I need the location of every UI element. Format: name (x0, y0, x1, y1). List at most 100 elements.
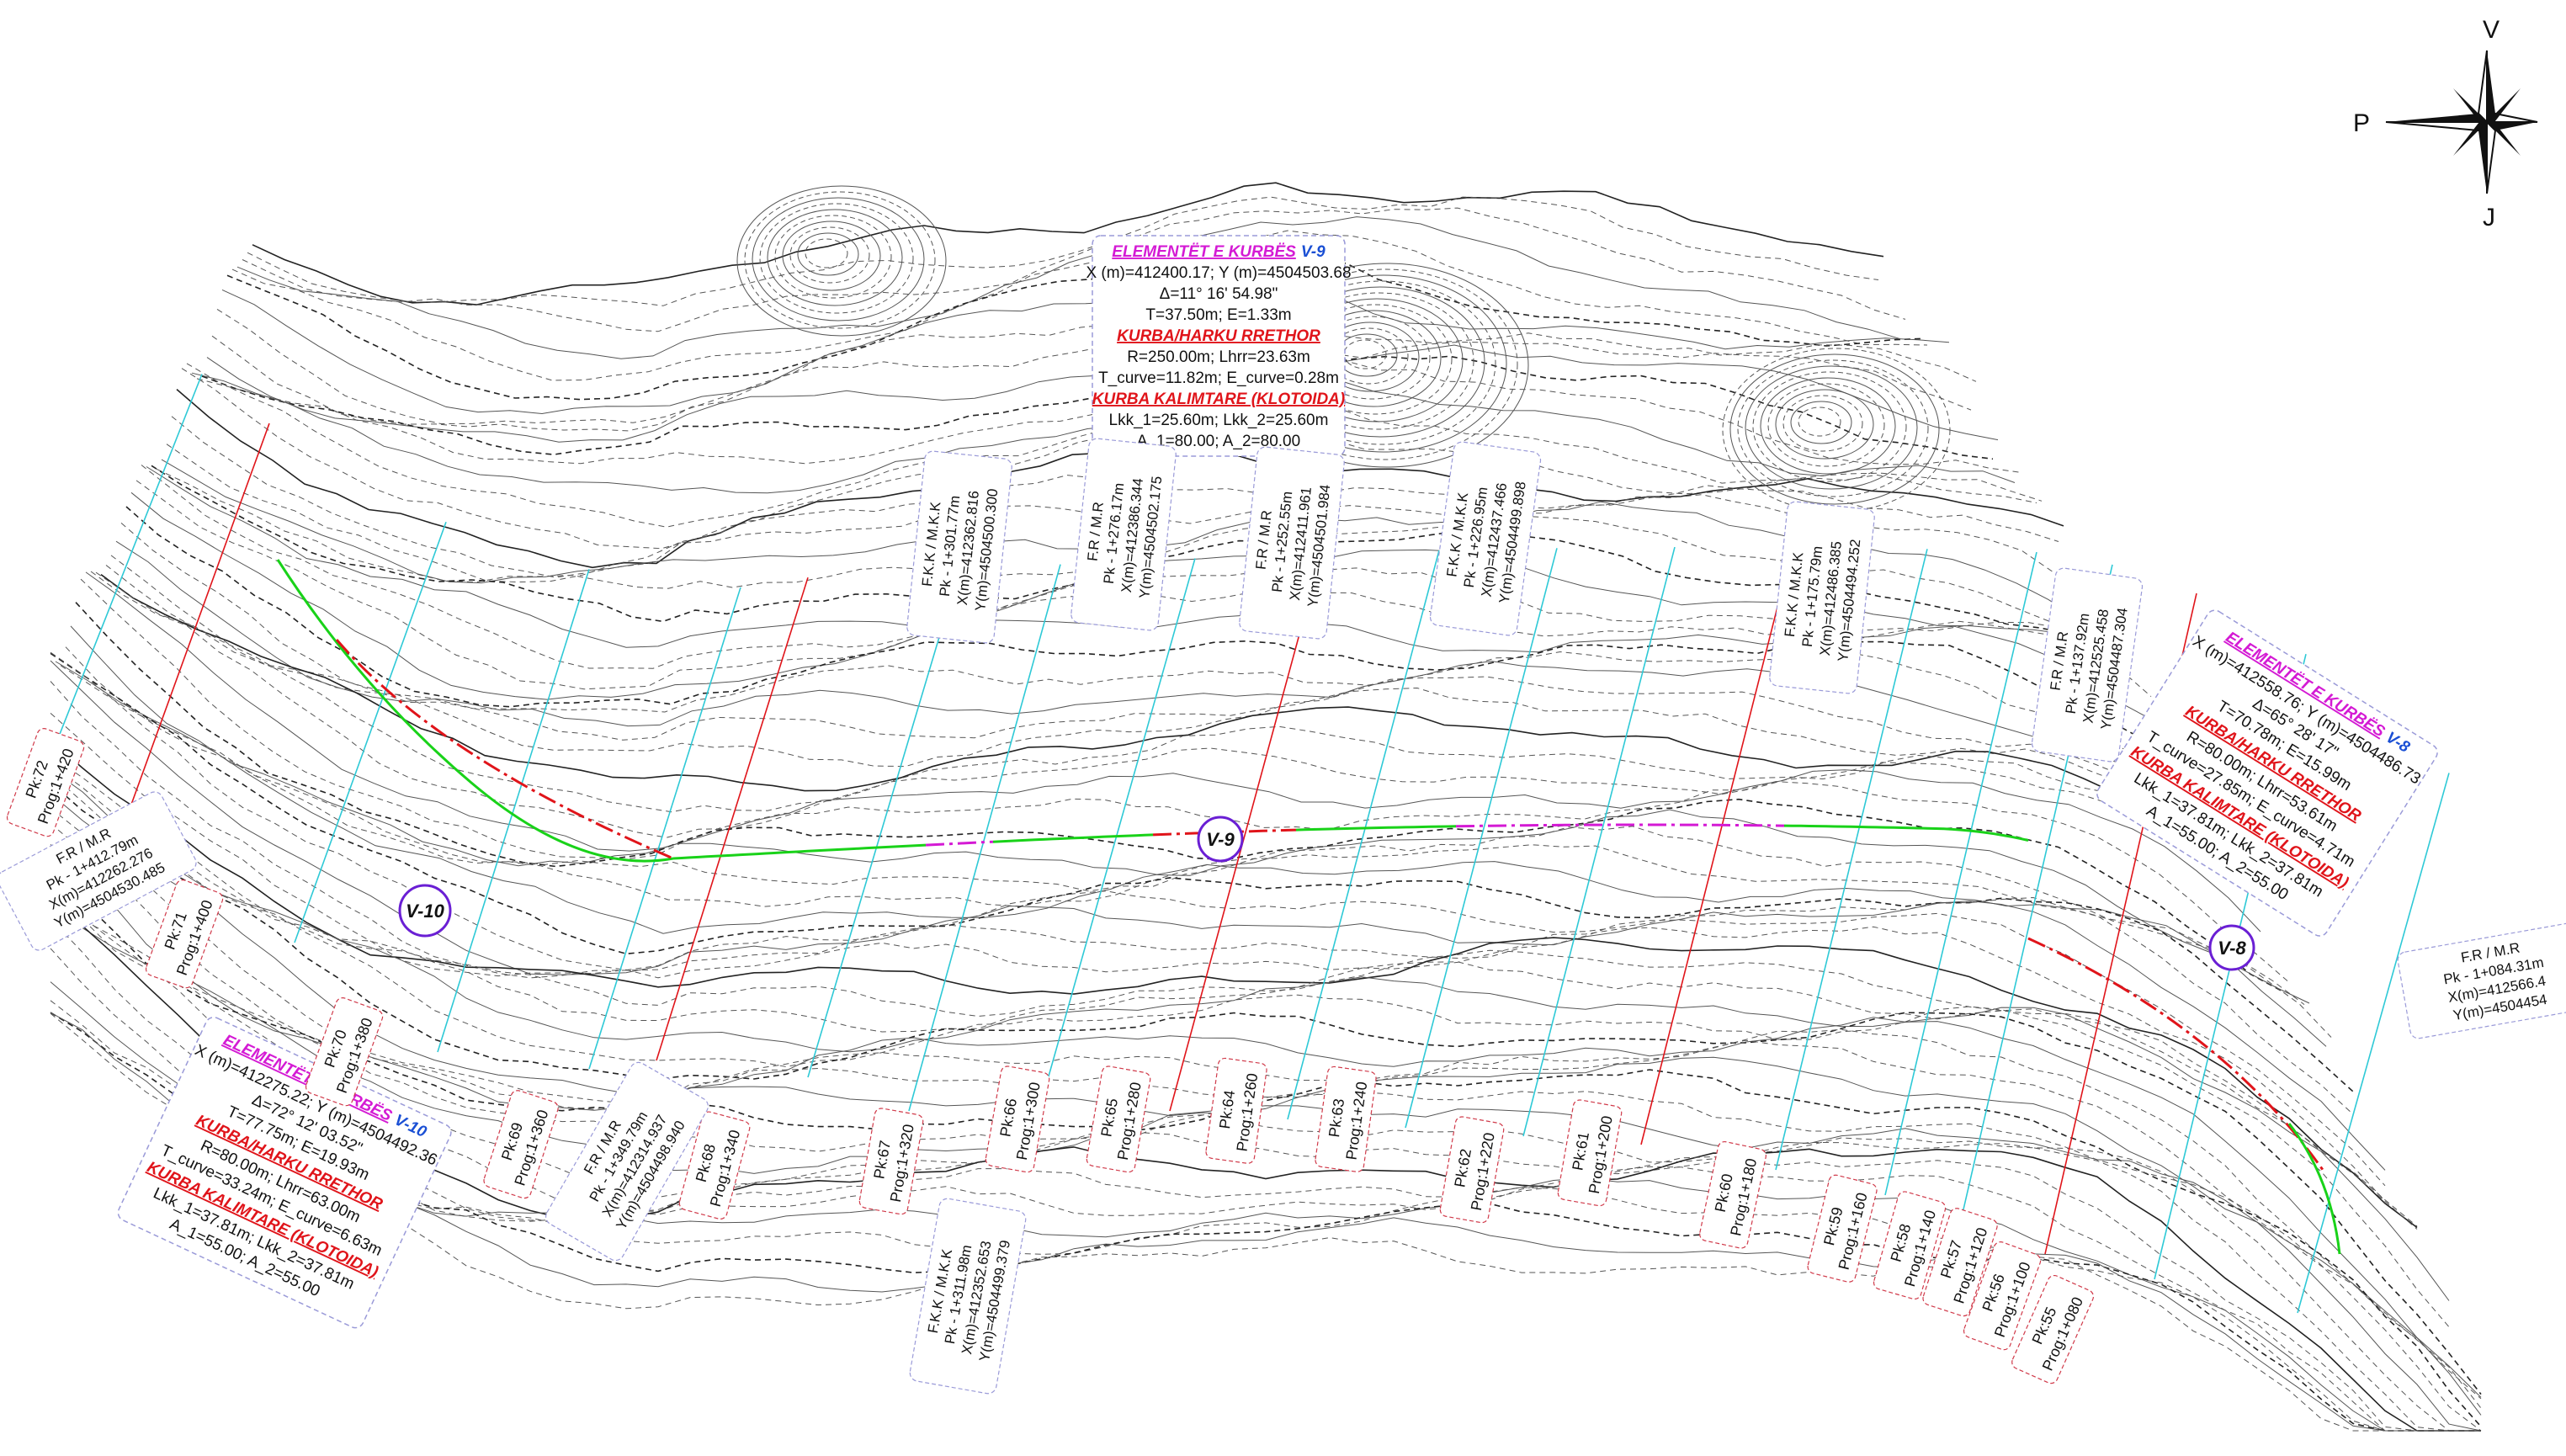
control-point-label: F.R / M.RPk - 1+137.92mX(m)=412525.458Y(… (2031, 567, 2144, 763)
compass-south-label: J (2483, 204, 2495, 231)
contour-line (50, 981, 2481, 1432)
compass-north-label: V (2483, 16, 2500, 44)
v9-line6: Lkk_1=25.60m; Lkk_2=25.60m (1109, 412, 1329, 429)
contour-line (50, 903, 2482, 1432)
alignment-segment (1295, 825, 1457, 832)
contour-loop (782, 221, 881, 291)
station-frame (1439, 1116, 1505, 1224)
control-point-frame (0, 791, 197, 951)
v9-title: ELEMENTËT E KURBËS (1112, 243, 1296, 261)
control-point-frame (2397, 922, 2566, 1039)
contour-loop (752, 197, 925, 321)
contour-line (50, 1000, 2481, 1432)
contour-line (50, 896, 2481, 1432)
alignment-segment (2027, 937, 2324, 1171)
cross-section-line (1884, 551, 2037, 1196)
cross-section-line (1522, 546, 1676, 1137)
station-frame (1963, 1241, 2042, 1351)
contour-line (50, 740, 2418, 1229)
contour-line (50, 773, 2450, 1328)
control-point-label: F.R / M.RPk - 1+084.31mX(m)=412566.4Y(m)… (2397, 922, 2566, 1039)
compass-west-label: P (2353, 109, 2370, 137)
contour-line (50, 1012, 2481, 1432)
contour-line (75, 602, 2283, 992)
cross-section-line (908, 564, 1061, 1112)
station-frame (483, 1090, 559, 1199)
vertex-label-v10: V-10 (406, 901, 444, 922)
contour-loop (1729, 353, 1940, 505)
station-frame (1922, 1208, 1998, 1317)
contour-line (50, 768, 2450, 1301)
contour-line (50, 651, 2354, 1115)
v9-vertex: V-9 (1301, 243, 1326, 261)
contour-line (236, 216, 1901, 359)
contour-line (50, 898, 2481, 1432)
contour-line (110, 555, 2223, 831)
contour-line (100, 574, 2245, 851)
v9-heading-clot: KURBA KALIMTARE (KLOTOIDA) (1092, 391, 1345, 408)
contour-loop (774, 215, 892, 299)
cross-section-line (294, 521, 447, 943)
contour-loop (759, 203, 914, 314)
contour-line (181, 368, 2037, 550)
contour-line (231, 230, 1928, 381)
contour-loop (1283, 292, 1474, 430)
contour-line (50, 918, 2481, 1432)
contour-loop (1267, 280, 1496, 445)
contour-line (211, 335, 1972, 432)
contour-loop (797, 232, 859, 276)
vertex-label-v8: V-8 (2218, 938, 2246, 959)
contour-line (247, 196, 1879, 306)
cross-section-line (1043, 558, 1196, 1095)
control-point-frame (909, 1198, 1027, 1395)
alignment-segment (925, 840, 994, 847)
contour-loop (1752, 371, 1907, 482)
contour-loop (1775, 389, 1874, 460)
v9-heading-circ: KURBA/HARKU RRETHOR (1117, 327, 1320, 345)
curve-elements-v8: ELEMENTËT E KURBËSV-8 X (m)=412558.76; Y… (2096, 609, 2438, 937)
compass-rose-icon (2385, 50, 2538, 194)
cross-section-line (1775, 549, 1928, 1171)
contour-line (252, 182, 1884, 306)
cross-section-line (1640, 547, 1793, 1145)
station-frame (1873, 1191, 1947, 1300)
contour-line (216, 308, 1977, 425)
contour-line (50, 713, 2386, 1202)
station-frame (6, 728, 85, 837)
contour-line (85, 571, 2261, 933)
contour-line (50, 1012, 2481, 1432)
alignment-segment (992, 833, 1154, 843)
contour-line (151, 465, 2103, 643)
svg-text:ELEMENTËT E KURBËSV-9: ELEMENTËT E KURBËS V-9 (1112, 243, 1326, 261)
control-point-label: F.K.K / M.K.KPk - 1+311.98mX(m)=412352.6… (909, 1198, 1027, 1395)
contour-loop (1745, 365, 1918, 490)
v9-line3: T=37.50m; E=1.33m (1145, 306, 1291, 324)
contour-loop (1782, 395, 1863, 452)
station-labels: Pk:72Prog:1+420Pk:71Prog:1+400Pk:70Prog:… (6, 728, 2095, 1384)
v9-line7: A_1=80.00; A_2=80.00 (1137, 433, 1300, 450)
cross-section-line (588, 587, 741, 1070)
contour-line (55, 661, 2327, 1047)
contour-line (50, 652, 2354, 1092)
contour-line (50, 793, 2482, 1398)
contour-line (242, 207, 1906, 332)
control-point-frame (1769, 501, 1875, 694)
contour-line (80, 578, 2288, 981)
contour-loop (1767, 383, 1885, 467)
cross-section-line (437, 569, 590, 1053)
contour-line (50, 763, 2418, 1230)
v9-line2: Δ=11° 16' 54.98" (1160, 285, 1278, 303)
contour-line (120, 523, 2201, 793)
contour-line (65, 646, 2305, 1005)
station-frame (305, 997, 384, 1107)
